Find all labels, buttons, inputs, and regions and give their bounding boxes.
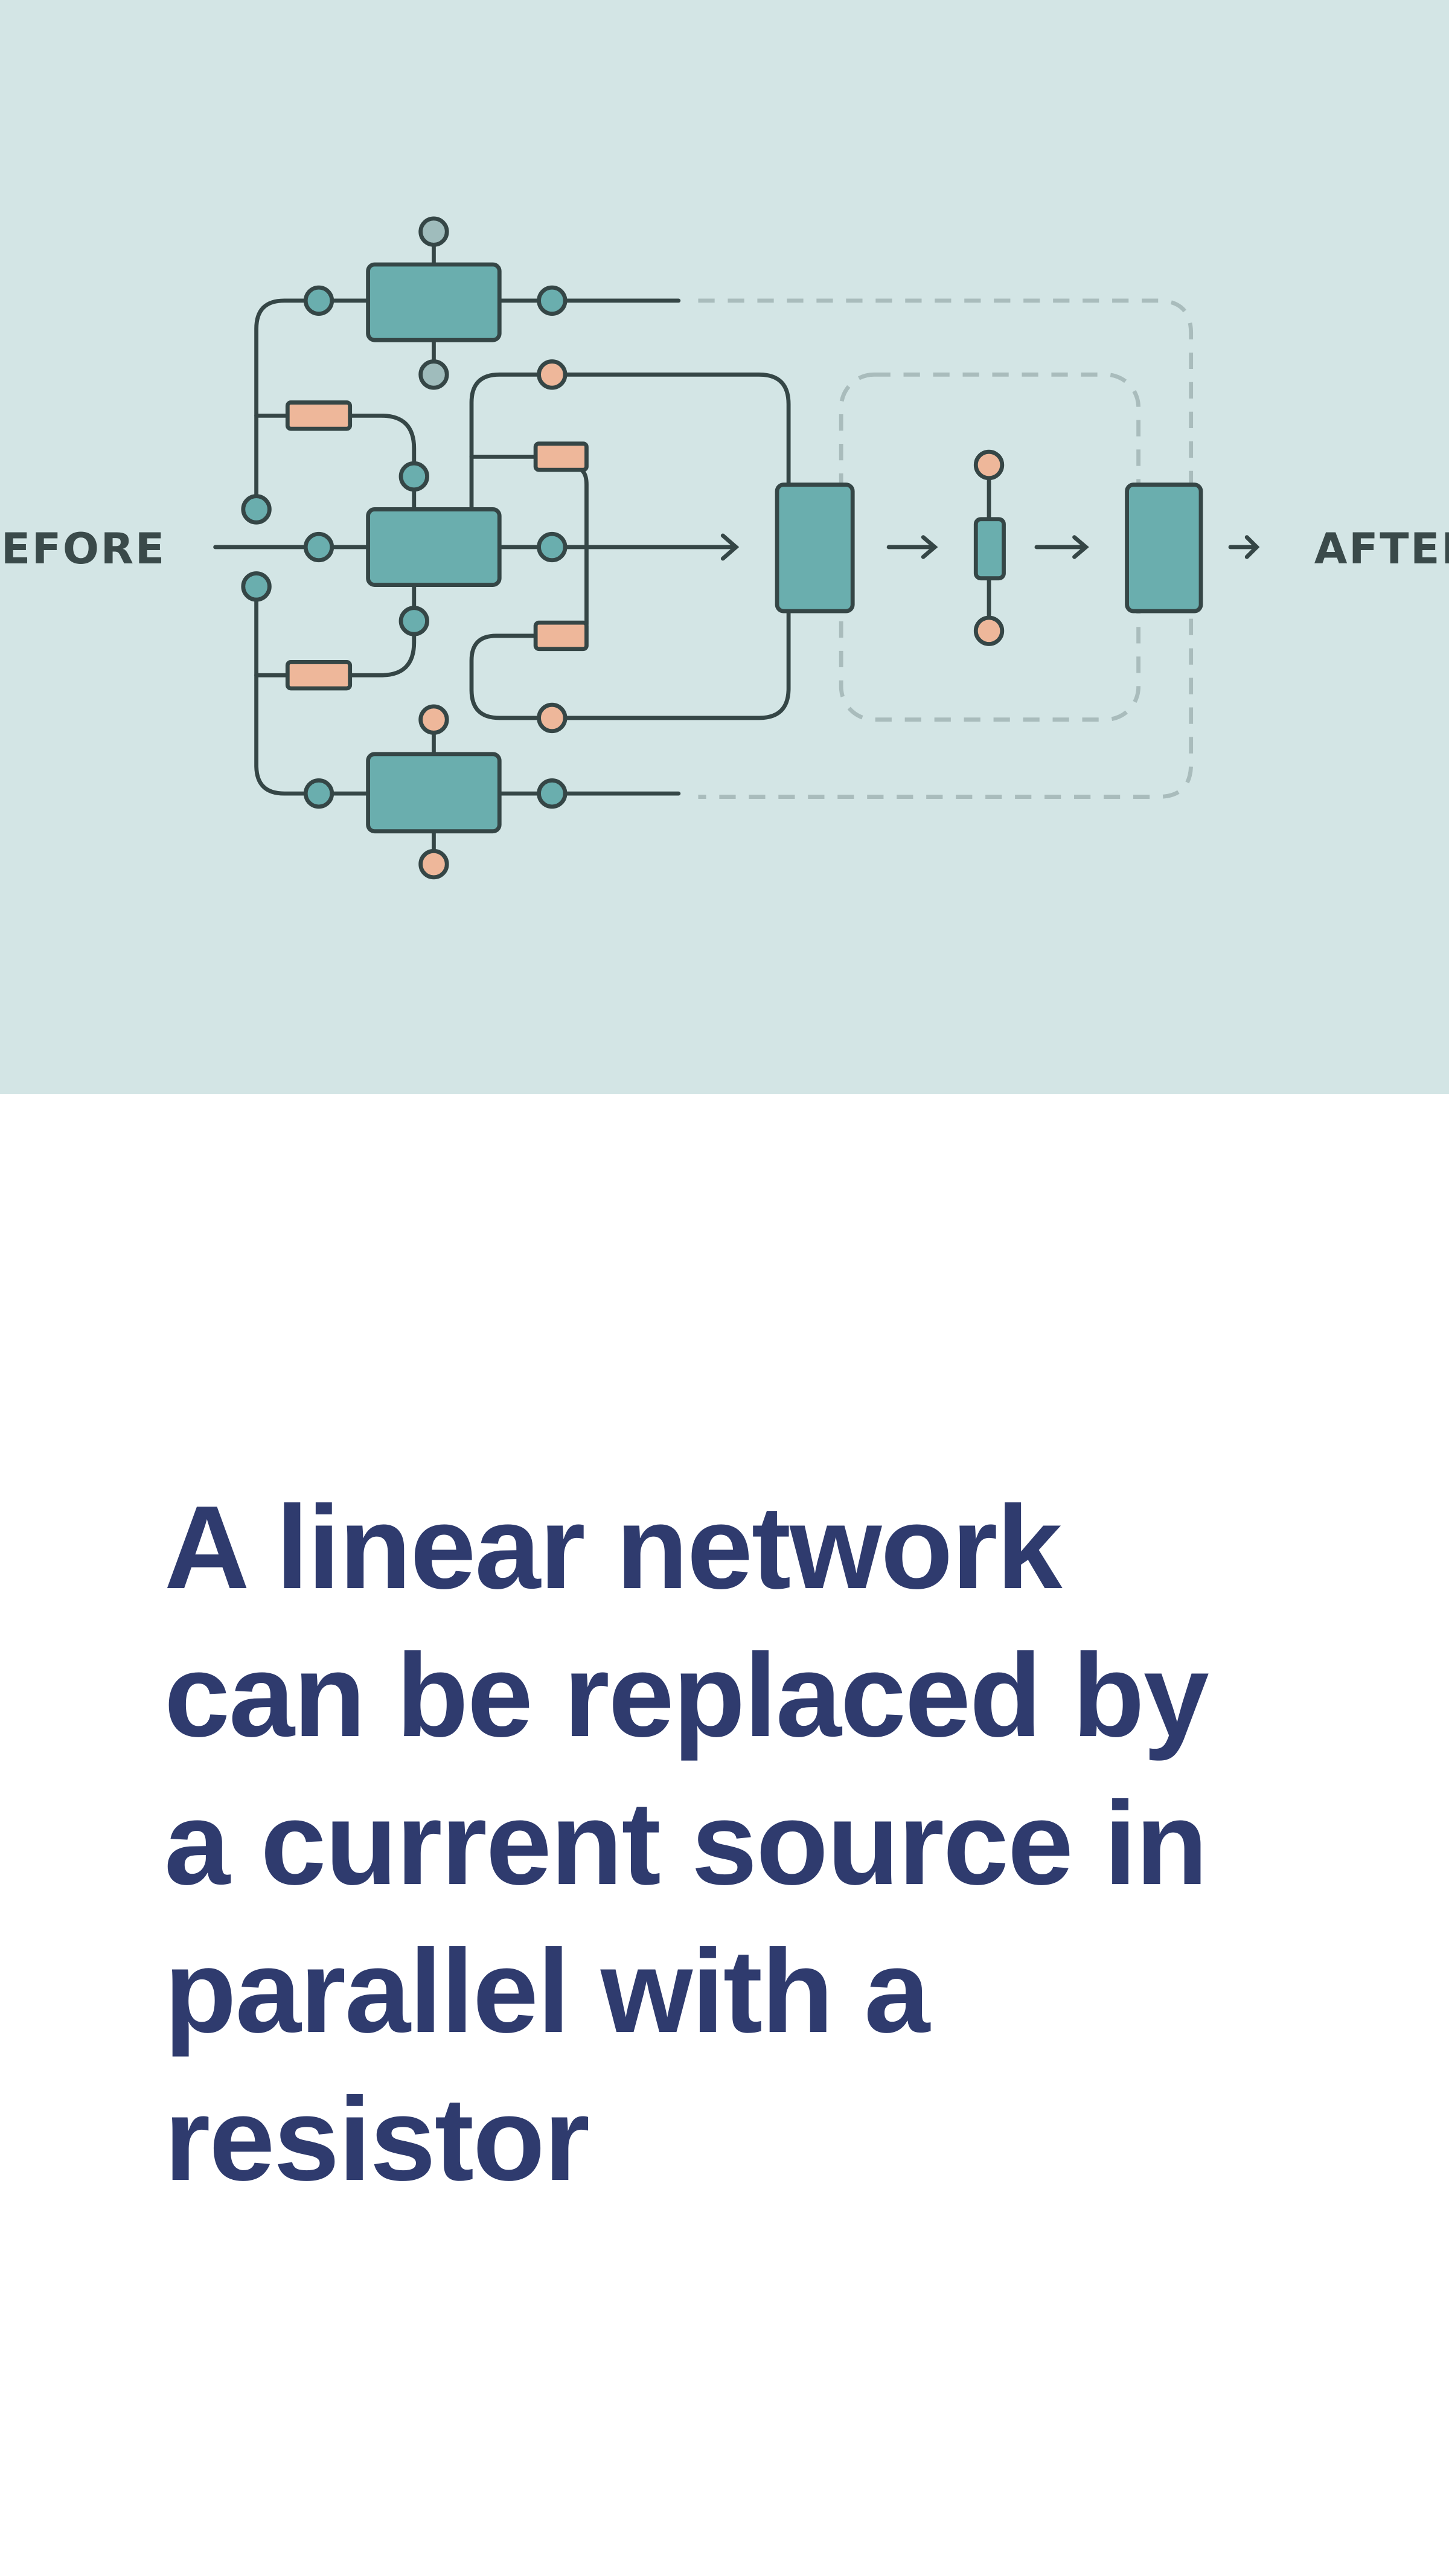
resistor-icon <box>533 620 589 652</box>
result-block <box>1125 482 1203 614</box>
equivalent-block <box>775 482 855 614</box>
before-label: BEFORE <box>0 524 166 574</box>
caption-text: A linear network can be replaced by a cu… <box>164 1473 1372 2213</box>
dashed-outer-path <box>698 298 1194 799</box>
network-illustration: BEFORE AFTER <box>0 0 1449 1094</box>
network-block-top <box>366 262 502 342</box>
current-source-element <box>973 517 1006 581</box>
circuit-diagram: BEFORE AFTER <box>0 216 1449 880</box>
arrow-icon <box>720 533 740 561</box>
caption-line: a current source in <box>164 1777 1208 1909</box>
bus-top <box>254 298 312 500</box>
resistor-icon <box>285 400 353 431</box>
network-block-bottom <box>366 752 502 834</box>
resistor-icon <box>533 441 589 472</box>
network-block-middle <box>366 507 502 587</box>
after-label: AFTER <box>1314 524 1449 574</box>
caption-line: can be replaced by <box>164 1629 1209 1761</box>
caption-line: parallel with a <box>164 1925 930 2057</box>
caption-line: A linear network <box>164 1481 1063 1613</box>
bus-bottom <box>254 595 312 796</box>
caption-line: resistor <box>164 2073 590 2205</box>
resistor-icon <box>285 660 353 691</box>
